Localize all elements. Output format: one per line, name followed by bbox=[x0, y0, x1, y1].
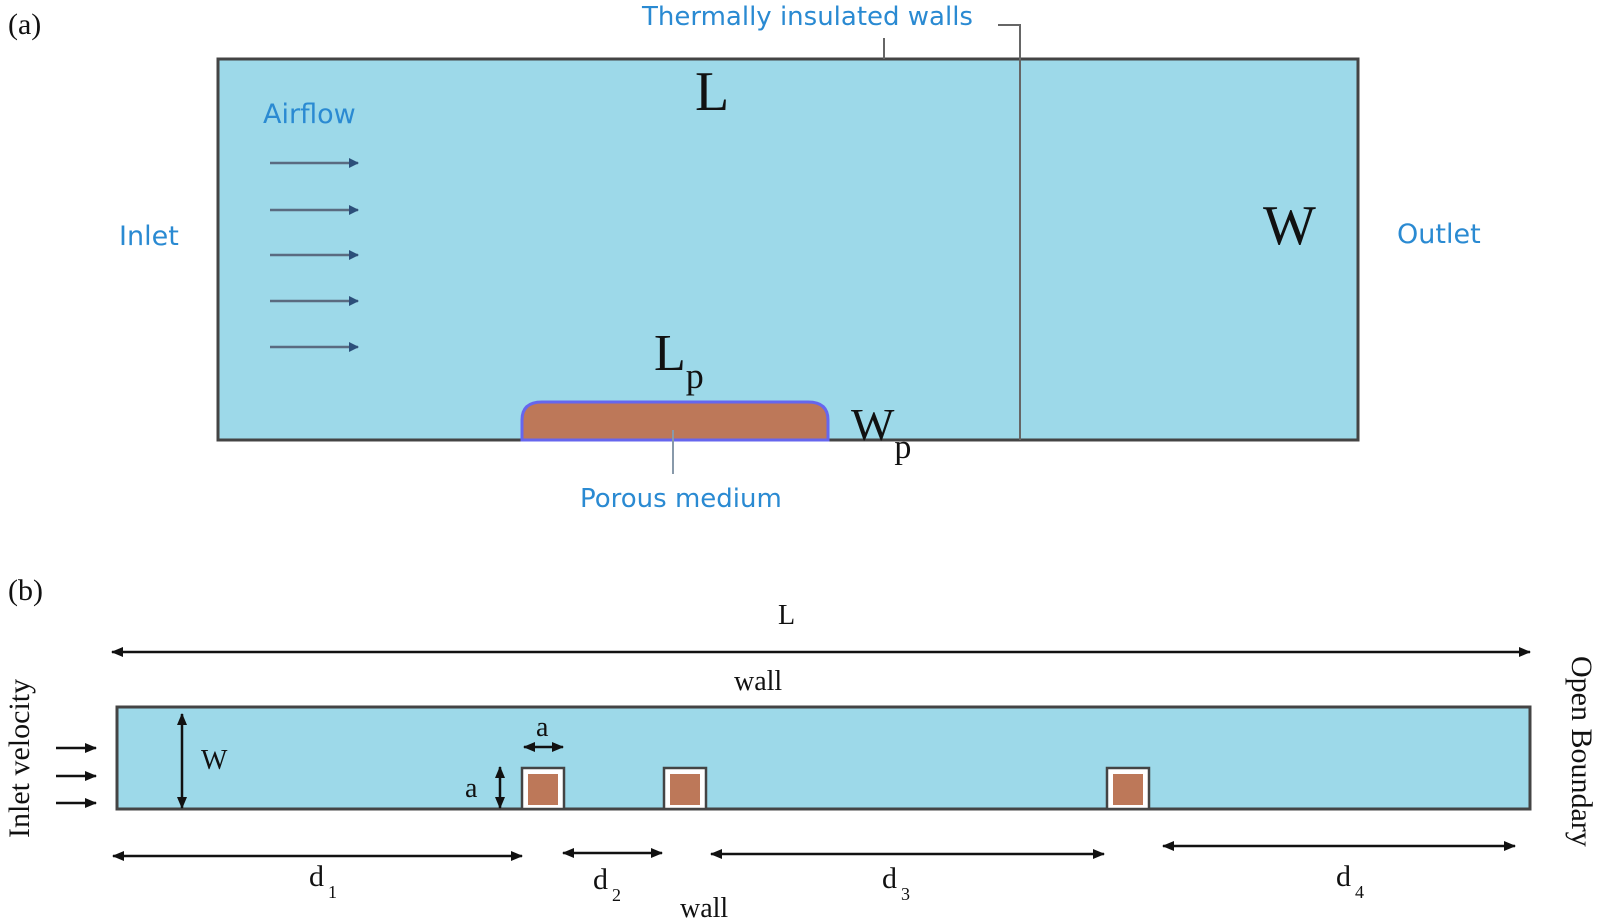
outlet-label: Outlet bbox=[1397, 219, 1481, 250]
inlet-velocity-arrows bbox=[56, 743, 97, 808]
porous-block-fill bbox=[528, 774, 558, 805]
top-wall-label: wall bbox=[734, 666, 782, 697]
panel-a: (a) Thermally insulated walls L Airflow … bbox=[8, 2, 1481, 514]
thermally-insulated-walls-label: Thermally insulated walls bbox=[641, 2, 973, 32]
channel-width-label: W bbox=[1263, 195, 1316, 257]
open-boundary-label: Open Boundary bbox=[1565, 656, 1598, 847]
block-height-label: a bbox=[465, 773, 478, 804]
porous-block-fill bbox=[670, 774, 700, 805]
panel-b-label: (b) bbox=[8, 574, 43, 607]
porous-medium bbox=[520, 400, 830, 442]
panel-a-label: (a) bbox=[8, 8, 41, 41]
inlet-label: Inlet bbox=[119, 221, 179, 252]
bottom-wall-label: wall bbox=[680, 893, 728, 924]
porous-blocks bbox=[520, 766, 1151, 811]
panel-a-channel bbox=[216, 57, 1360, 442]
block-width-label: a bbox=[536, 712, 549, 743]
panel-b-channel bbox=[115, 705, 1532, 811]
airflow-label: Airflow bbox=[263, 99, 356, 130]
airflow-arrows bbox=[270, 158, 359, 352]
channel-height-label: W bbox=[201, 745, 228, 776]
panel-b: (b) L wall Inlet velocity Open Boundary … bbox=[3, 574, 1598, 924]
inlet-velocity-label: Inlet velocity bbox=[3, 679, 36, 838]
porous-length-label: Lp bbox=[654, 325, 704, 396]
total-length-label: L bbox=[778, 600, 795, 631]
channel-length-label: L bbox=[695, 61, 729, 123]
walls-callout-leader bbox=[998, 24, 1021, 59]
porous-block-fill bbox=[1113, 774, 1143, 805]
porous-width-label: Wp bbox=[851, 399, 911, 466]
porous-medium-label: Porous medium bbox=[580, 484, 782, 514]
